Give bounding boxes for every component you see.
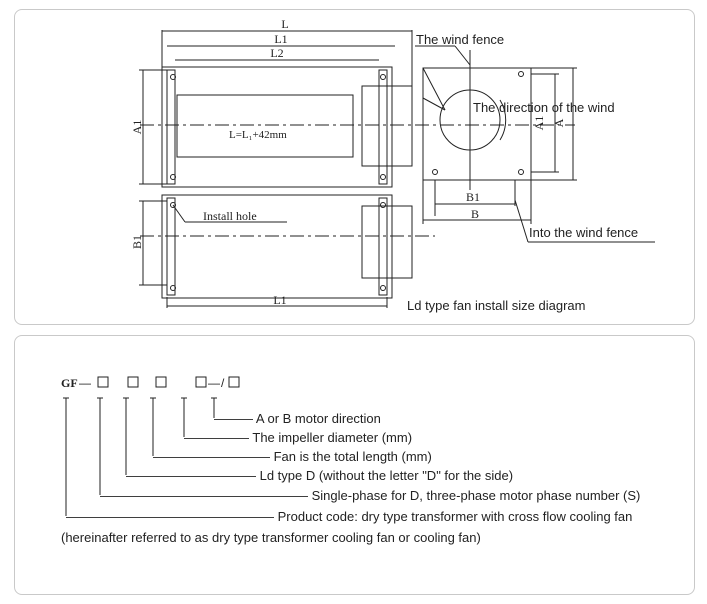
- code-dash-2: —: [208, 376, 220, 390]
- code-line-motor-direction: ——— A or B motor direction: [214, 411, 381, 426]
- install-diagram: L L1 L2 A1 B1 L1 L=L₁+42mm Install hole …: [130, 17, 655, 313]
- code-dash-1: —: [79, 376, 91, 390]
- wind-fence-label: The wind fence: [416, 32, 504, 47]
- dim-L-label: L: [281, 17, 288, 31]
- bottom-view-housing: [161, 194, 393, 299]
- code-line-ld-type: —————————— Ld type D (without the letter…: [126, 468, 514, 483]
- dim-L1-bottom-label: L1: [273, 293, 286, 307]
- code-prefix: GF: [61, 376, 78, 390]
- top-view-housing: [161, 66, 393, 188]
- bottom-view-outlet: [361, 205, 413, 279]
- code-box-3: [155, 376, 167, 388]
- code-line-phase-number: ———————————————— Single-phase for D, thr…: [100, 488, 641, 503]
- wind-direction-label: The direction of the wind: [473, 100, 615, 115]
- dim-A1-left-label: A1: [130, 120, 144, 135]
- top-view-left-flange: [166, 69, 176, 185]
- dim-B1-left-label: B1: [130, 235, 144, 249]
- dim-B-right-label: B: [471, 207, 479, 221]
- side-view-housing: [422, 67, 532, 181]
- code-box-1: [97, 376, 109, 388]
- code-box-5: [228, 376, 240, 388]
- dim-B1-right-label: B1: [466, 190, 480, 204]
- top-view-right-flange: [378, 69, 388, 185]
- code-box-2: [127, 376, 139, 388]
- bottom-view-right-flange: [378, 197, 388, 296]
- dim-L1-label: L1: [274, 32, 287, 46]
- length-formula: L=L₁+42mm: [229, 129, 287, 141]
- dim-L2-label: L2: [270, 46, 283, 60]
- code-line-impeller-diameter: ————— The impeller diameter (mm): [184, 430, 413, 445]
- bottom-view-left-flange: [166, 197, 176, 296]
- model-code-panel: GF — — / ——— A or B motor direction ————…: [14, 335, 695, 595]
- code-line-note: (hereinafter referred to as dry type tra…: [61, 530, 481, 545]
- install-diagram-panel: L L1 L2 A1 B1 L1 L=L₁+42mm Install hole …: [14, 9, 695, 325]
- code-line-total-length: ————————— Fan is the total length (mm): [153, 449, 432, 464]
- code-bracket-lines: GF — — /: [61, 376, 240, 516]
- into-fence-label: Into the wind fence: [529, 225, 638, 240]
- dim-A1-right-label: A1: [532, 116, 546, 131]
- dim-A-right-label: A: [552, 118, 566, 127]
- code-slash: /: [221, 376, 225, 390]
- top-view-motor-body: [176, 94, 354, 158]
- install-hole-label: Install hole: [203, 209, 257, 223]
- top-view-outlet: [361, 85, 413, 167]
- code-box-4: [195, 376, 207, 388]
- diagram-caption: Ld type fan install size diagram: [407, 298, 585, 313]
- code-line-product-code: ———————————————— Product code: dry type …: [66, 509, 633, 524]
